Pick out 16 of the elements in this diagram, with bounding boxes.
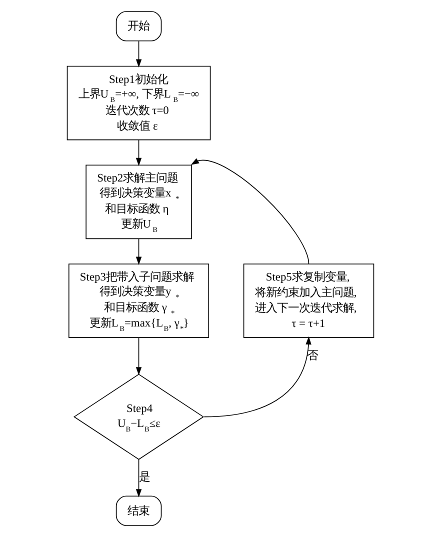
node-box: Step2求解主问题 得到决策变量x$_{*}$ 和目标函数 η 更新U$_{B}$ xyxy=(86,164,192,240)
arrow xyxy=(136,140,142,166)
arrow xyxy=(136,40,142,68)
edge-label: 否 xyxy=(307,350,318,362)
arrow xyxy=(136,459,142,498)
node-diamond: Step4 U$_{B}$−L$_{B}$≤ε xyxy=(73,374,204,460)
arrow xyxy=(136,337,142,376)
arrow xyxy=(190,158,310,264)
node-box: Step3把带入子问题求解 得到决策变量y$_{*}$ 和目标函数 γ$_{*}$ 更新L$_{B}$=max{L$_{B}$, γ$_{*}$} xyxy=(68,264,210,338)
node-box: 开始 xyxy=(116,11,162,42)
node-box: Step1初始化 上界U$_{B}$=+∞, 下界L$_{B}$=−∞ 迭代次数 τ=0 收敛值 ε xyxy=(66,66,211,140)
node-box: Step5求复制变量, 将新约束加入主问题, 进入下一次迭代求解, τ = τ+1 xyxy=(243,264,374,338)
edge-label: 是 xyxy=(138,472,150,484)
arrow xyxy=(204,336,312,418)
arrow xyxy=(136,238,142,265)
node-box: 结束 xyxy=(116,496,162,526)
